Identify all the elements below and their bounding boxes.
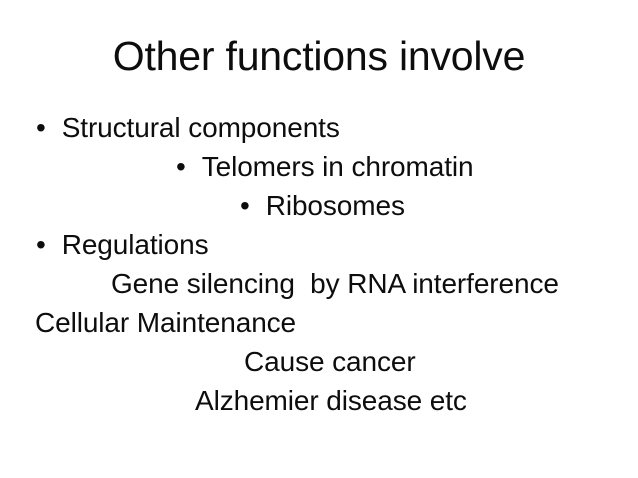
plain-text-line: Alzhemier disease etc: [0, 381, 638, 420]
plain-text-line: Cellular Maintenance: [0, 303, 638, 342]
list-item-label: Telomers in chromatin: [201, 151, 474, 182]
plain-text-label: Cellular Maintenance: [35, 307, 297, 338]
bullet-icon: •: [176, 151, 186, 182]
bullet-icon: •: [36, 229, 46, 260]
list-item-label: Ribosomes: [265, 190, 405, 221]
bullet-list-item: • Ribosomes: [0, 186, 638, 225]
list-item-label: Regulations: [61, 229, 209, 260]
plain-text-label: Alzhemier disease etc: [195, 385, 467, 416]
slide-title: Other functions involve: [112, 33, 526, 79]
plain-text-line: Cause cancer: [0, 342, 638, 381]
bullet-icon: •: [36, 112, 46, 143]
plain-text-label: Cause cancer: [244, 346, 416, 377]
plain-text-line: Gene silencing by RNA interference: [0, 264, 638, 303]
slide-body: • Structural components • Telomers in chro…: [0, 108, 638, 420]
bullet-list-item: • Regulations: [0, 225, 638, 264]
plain-text-label: Gene silencing by RNA interference: [111, 268, 559, 299]
bullet-icon: •: [240, 190, 250, 221]
list-item-label: Structural components: [61, 112, 340, 143]
bullet-list-item: • Structural components: [0, 108, 638, 147]
bullet-list-item: • Telomers in chromatin: [0, 147, 638, 186]
